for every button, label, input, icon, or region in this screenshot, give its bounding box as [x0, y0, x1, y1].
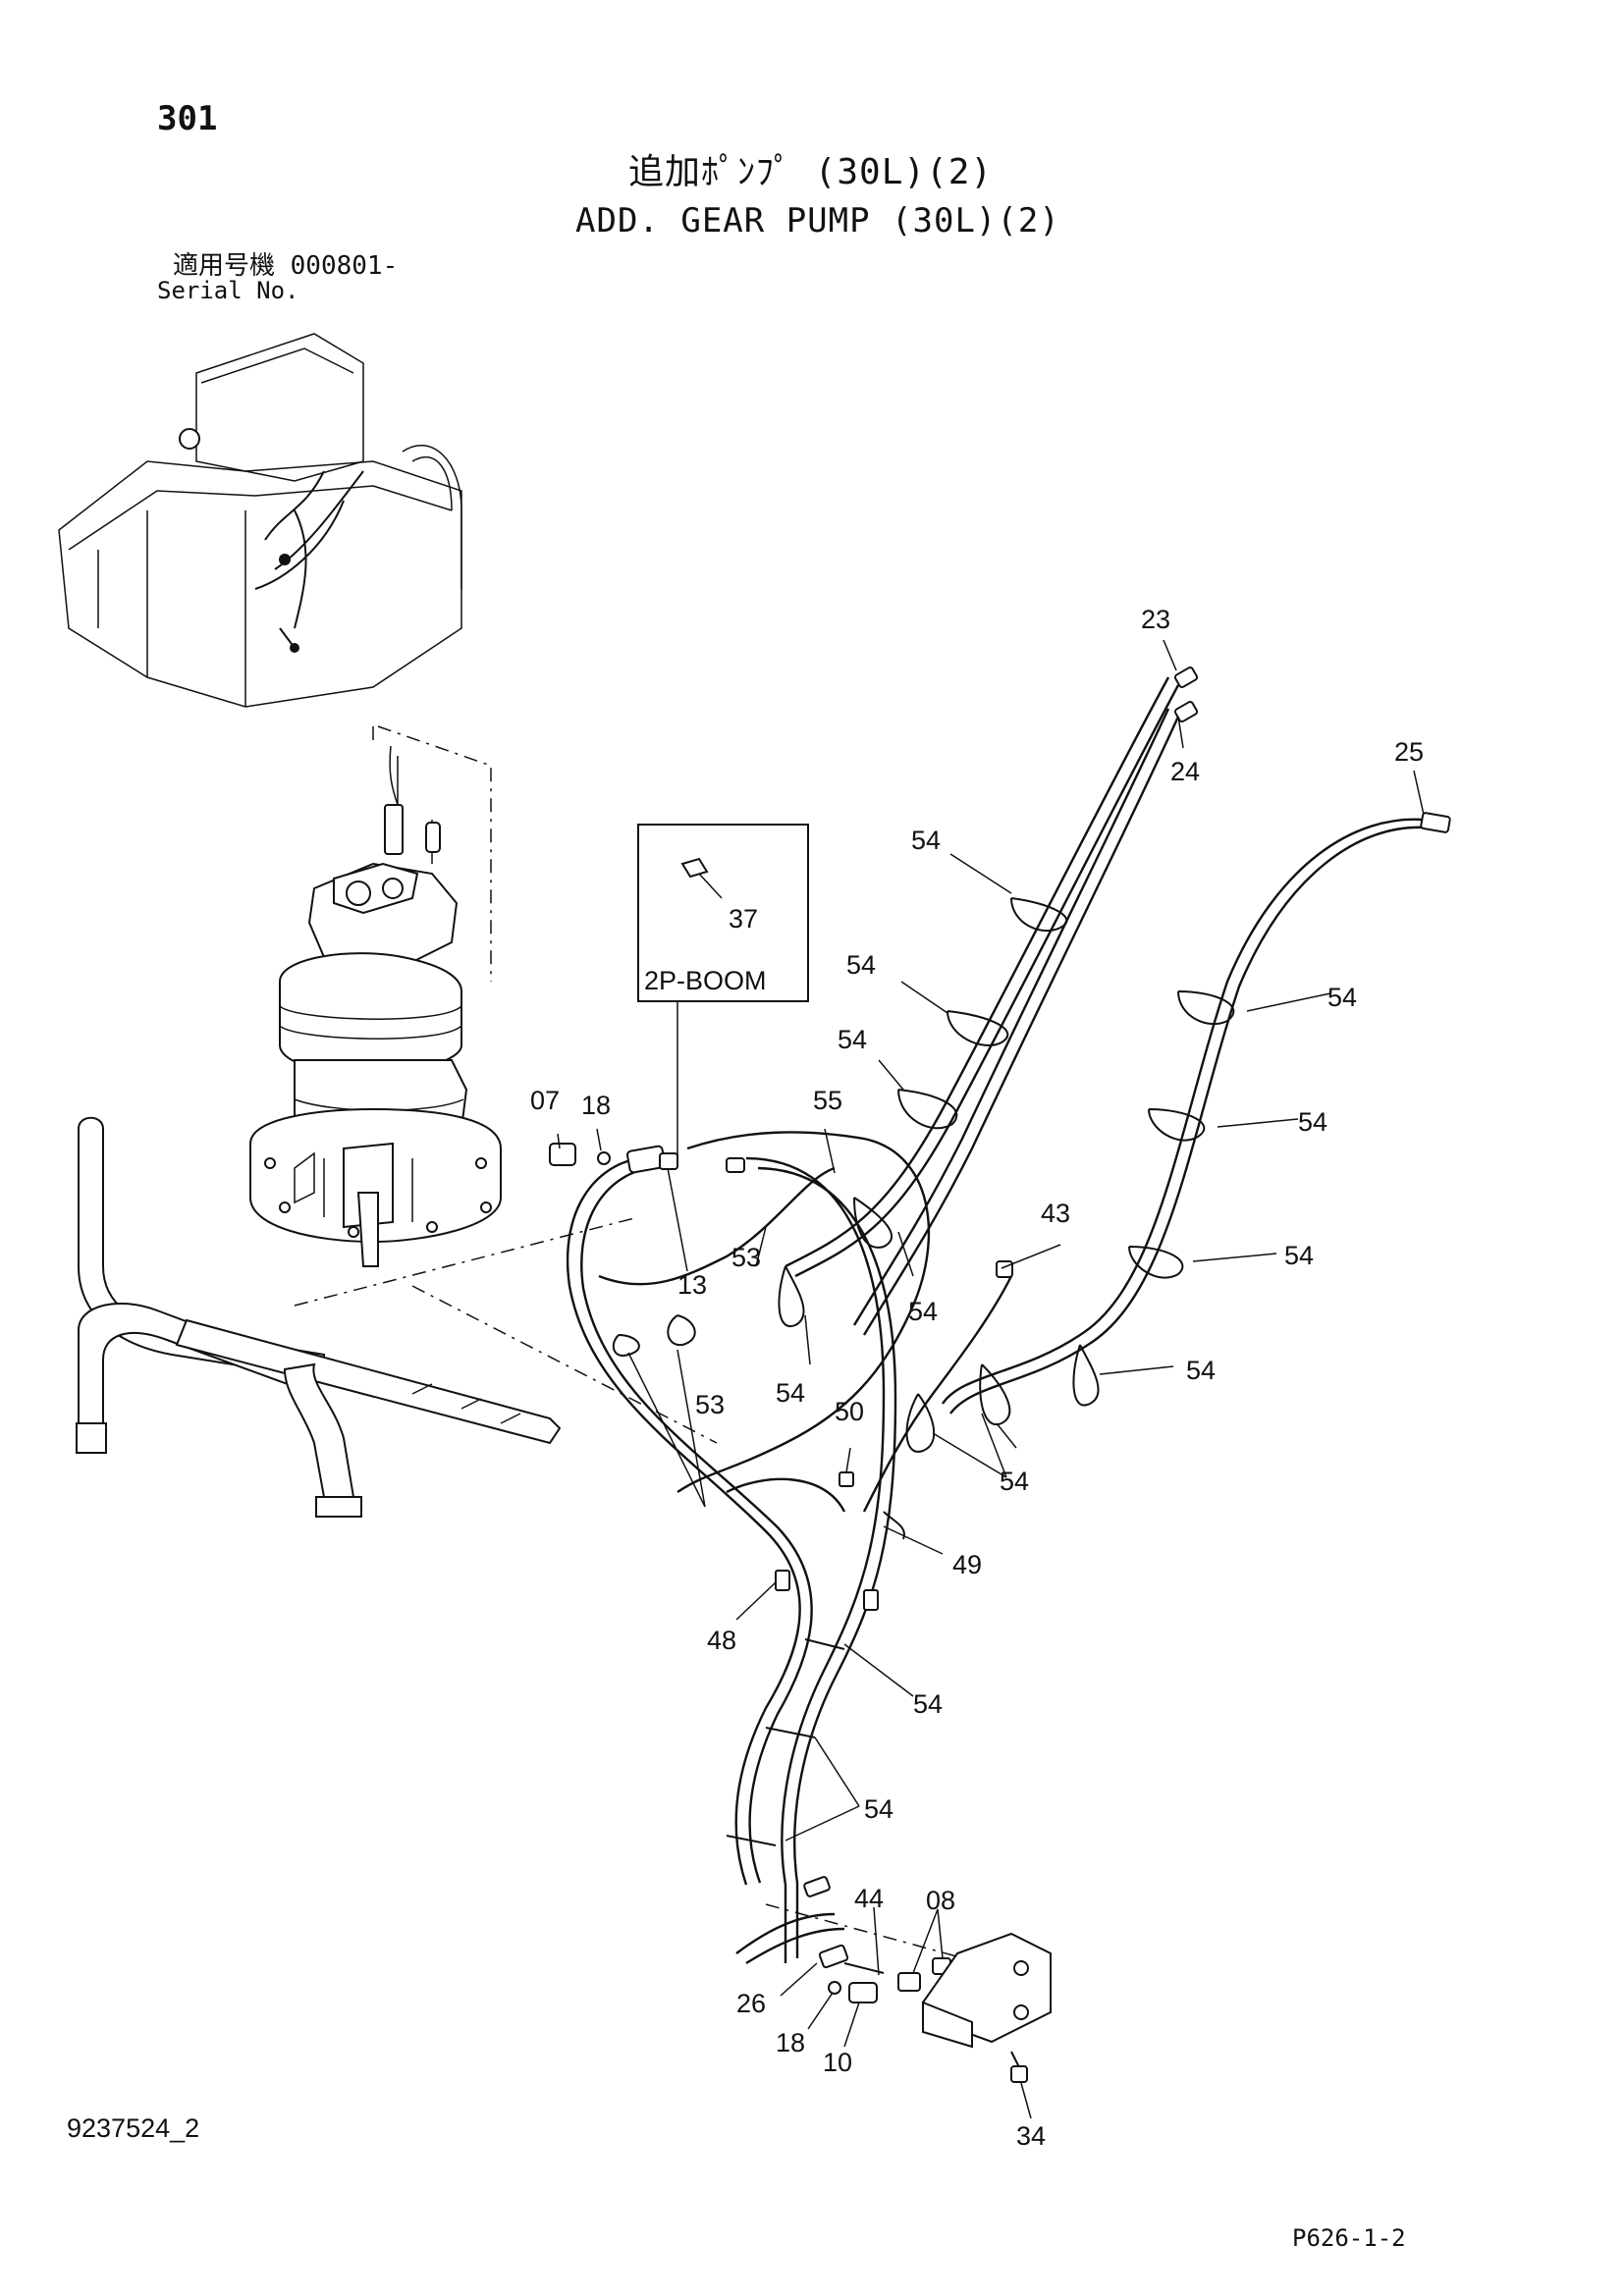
- callout-54-i: 54: [776, 1378, 805, 1408]
- callout-49: 49: [952, 1550, 982, 1579]
- callout-10: 10: [823, 2048, 852, 2077]
- drawing-number: 9237524_2: [67, 2113, 200, 2143]
- callout-54-l: 54: [864, 1794, 893, 1824]
- callout-44: 44: [854, 1884, 884, 1913]
- callout-07: 07: [530, 1086, 560, 1115]
- callout-53-b: 53: [695, 1390, 725, 1419]
- callout-08: 08: [926, 1886, 955, 1915]
- leader-lines: [557, 639, 1425, 2119]
- serial-label-japanese: 適用号機 000801-: [173, 251, 399, 281]
- callout-25: 25: [1394, 737, 1424, 767]
- callout-50: 50: [835, 1397, 864, 1426]
- callout-54-j: 54: [1000, 1467, 1029, 1496]
- title-english: ADD. GEAR PUMP (30L)(2): [575, 201, 1060, 240]
- callout-54-b: 54: [846, 950, 876, 980]
- callout-54-a: 54: [911, 826, 941, 855]
- page-reference: P626-1-2: [1292, 2224, 1406, 2252]
- callout-54-d: 54: [1327, 983, 1357, 1012]
- callout-54-h: 54: [1186, 1356, 1216, 1385]
- callout-26: 26: [736, 1989, 766, 2018]
- callout-23: 23: [1141, 605, 1170, 634]
- machine-overview-illustration: [58, 333, 462, 708]
- callout-18-b: 18: [776, 2028, 805, 2057]
- title-japanese: 追加ﾎﾟﾝﾌﾟ (30L)(2): [628, 152, 994, 192]
- serial-label-english: Serial No.: [157, 277, 299, 304]
- callout-labels: 23 24 25 37 2P-BOOM 54 54 54 54 54 54 54…: [530, 605, 1424, 2151]
- callout-54-e: 54: [1298, 1107, 1327, 1137]
- callout-24: 24: [1170, 757, 1200, 786]
- hose-network: [549, 667, 1451, 2083]
- callout-54-c: 54: [838, 1025, 867, 1054]
- callout-18-a: 18: [581, 1091, 611, 1120]
- callout-48: 48: [707, 1626, 736, 1655]
- frame-tubes: [76, 1116, 718, 1518]
- callout-34: 34: [1016, 2121, 1046, 2151]
- callout-13: 13: [677, 1270, 707, 1300]
- callout-37: 37: [729, 904, 758, 934]
- swing-motor-assembly: [249, 725, 502, 1267]
- callout-54-k: 54: [913, 1689, 943, 1719]
- boom-box-label: 2P-BOOM: [644, 966, 767, 995]
- callout-54-g: 54: [908, 1297, 938, 1326]
- callout-53-a: 53: [731, 1243, 761, 1272]
- callout-55: 55: [813, 1086, 842, 1115]
- callout-54-f: 54: [1284, 1241, 1314, 1270]
- boom-inset-box: [637, 824, 809, 1163]
- callout-43: 43: [1041, 1199, 1070, 1228]
- page-number: 301: [157, 99, 218, 138]
